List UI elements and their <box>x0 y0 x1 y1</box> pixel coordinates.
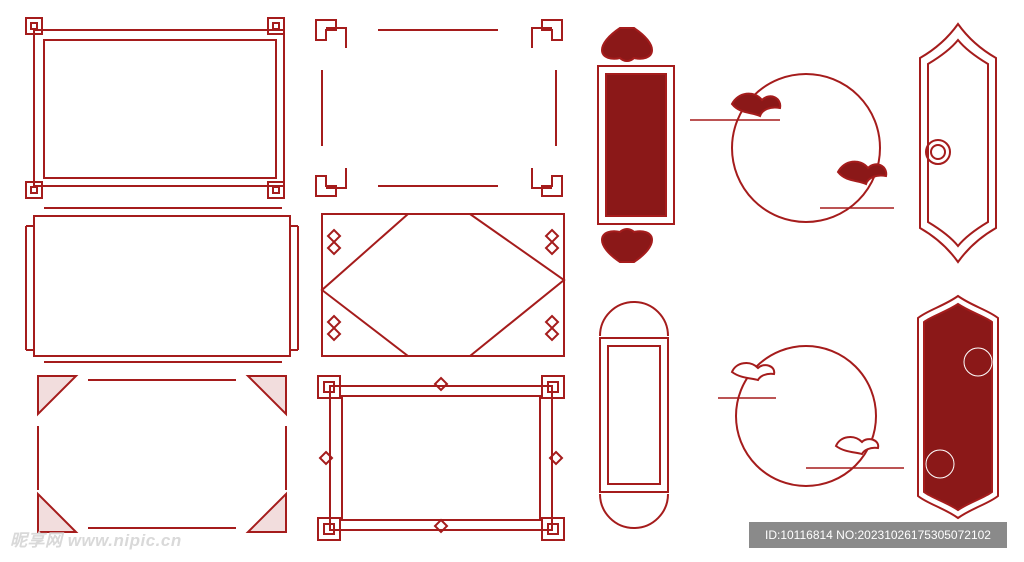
triangle-corner-frame <box>37 375 287 533</box>
scroll-panel-outline <box>599 301 669 529</box>
diamond-chain-icon <box>326 228 560 342</box>
ornate-arch-panel <box>919 22 997 264</box>
double-frame-square-corners <box>317 375 565 541</box>
circle-cloud-frame-bottom <box>718 345 904 487</box>
cloud-icon <box>836 160 888 186</box>
id-bar: ID:10116814 NO:20231026175305072102 <box>749 522 1007 548</box>
rect-frame-lattice-corners <box>315 19 563 197</box>
cloud-icon <box>834 436 880 456</box>
corner-key-icon <box>25 17 285 199</box>
rect-frame-corner-keys <box>25 17 285 199</box>
circle-cloud-frame-top <box>690 73 894 223</box>
cloud-icon <box>730 362 776 382</box>
scroll-panel-filled <box>597 27 675 263</box>
watermark: 昵享网 www.nipic.cn <box>10 531 182 550</box>
rounded-panel-filled <box>917 294 999 520</box>
octagon-frame-diamonds <box>320 213 566 357</box>
cloud-icon <box>730 92 782 118</box>
rect-frame-stepped-corners <box>25 207 299 363</box>
lattice-corner-icon <box>315 19 563 197</box>
